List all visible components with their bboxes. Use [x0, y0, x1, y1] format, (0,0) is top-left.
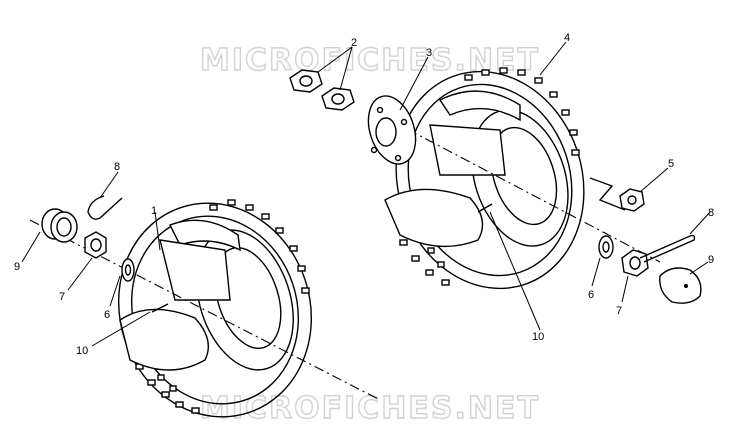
- callout-7-right: 7: [616, 305, 622, 317]
- right-rim: [384, 90, 569, 248]
- right-cotter-pin: [639, 234, 696, 263]
- left-dust-cap: [41, 208, 78, 243]
- callout-9-right: 9: [708, 254, 714, 266]
- watermark-bottom: MICROFICHES.NET: [200, 391, 540, 426]
- callout-7-left: 7: [59, 291, 65, 303]
- callout-8-left: 8: [114, 161, 120, 173]
- leader-lines: [21, 41, 711, 347]
- axle-break-symbol: [589, 177, 626, 211]
- right-dust-cap: [659, 267, 702, 304]
- right-washer: [598, 235, 614, 259]
- callout-6-right: 6: [588, 289, 594, 301]
- callout-6-left: 6: [104, 309, 110, 321]
- right-axle-line: [389, 119, 661, 263]
- left-washer: [121, 258, 135, 282]
- left-cotter-pin: [87, 195, 123, 220]
- callout-9-left: 9: [14, 261, 20, 273]
- callout-10-left: 10: [76, 345, 88, 357]
- callout-5: 5: [668, 158, 674, 170]
- right-castle-nut: [621, 249, 649, 277]
- callout-2: 2: [351, 37, 357, 49]
- right-tire: [395, 67, 585, 290]
- left-castle-nut: [84, 231, 107, 259]
- callout-10-right: 10: [532, 331, 544, 343]
- callout-8-right: 8: [708, 207, 714, 219]
- right-hex-nut: [619, 188, 645, 212]
- left-valve-stem: [151, 303, 169, 313]
- right-valve-stem: [477, 203, 493, 213]
- callout-1: 1: [151, 205, 157, 217]
- hub-nuts: [289, 69, 355, 111]
- callout-3: 3: [426, 47, 432, 59]
- wheel-hub: [367, 95, 417, 165]
- callout-numbers: 1 2 3 4 5 6 6 7 7 8 8 9 9 10 10: [14, 32, 714, 357]
- left-rim: [119, 219, 294, 371]
- callout-4: 4: [564, 32, 570, 44]
